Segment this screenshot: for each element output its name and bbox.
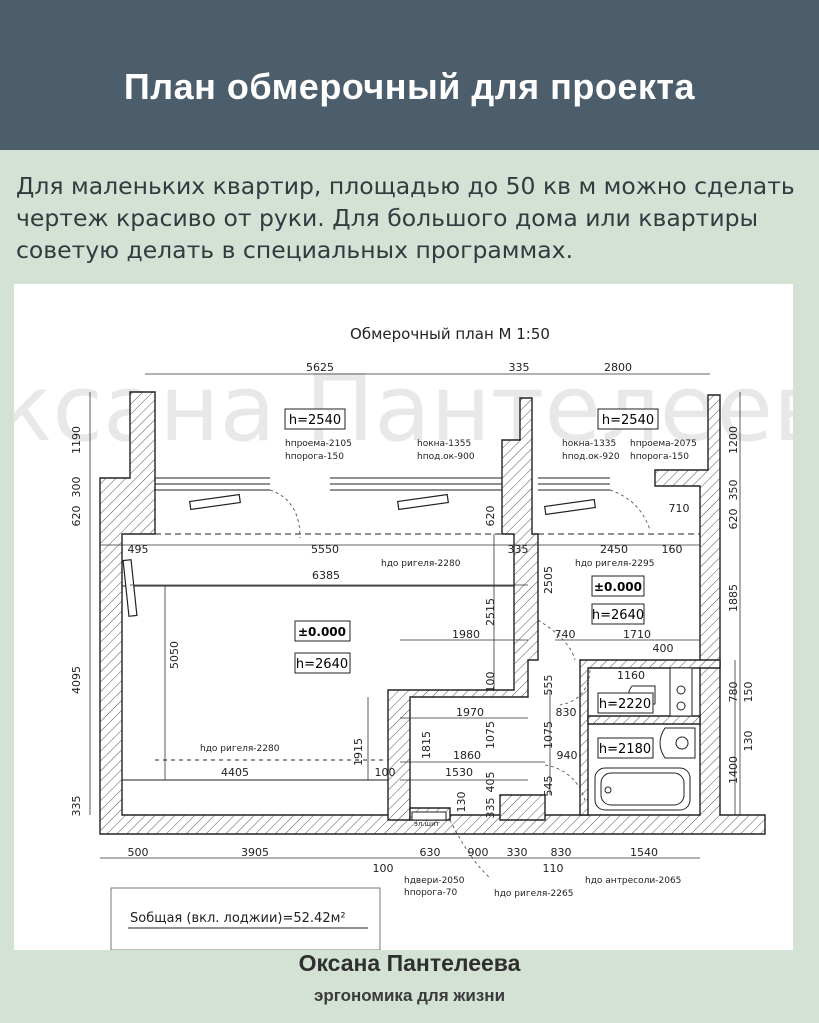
dim-left-335: 335 — [70, 796, 83, 817]
note-hdveri: hдвери-2050 — [404, 876, 465, 886]
area-text: Sобщая (вкл. лоджии)=52.42м² — [130, 911, 346, 926]
dim-1530: 1530 — [445, 766, 473, 779]
sanitary-fixtures — [411, 667, 696, 821]
dim-bottom-3905: 3905 — [241, 846, 269, 859]
dim-400: 400 — [653, 642, 674, 655]
dim-bottom-330: 330 — [507, 846, 528, 859]
dim-5550: 5550 — [311, 543, 339, 556]
dim-545: 545 — [542, 776, 555, 797]
note-hproema-left: hпроема-2105 — [285, 439, 352, 449]
drawing-title: Обмерочный план М 1:50 — [350, 325, 550, 343]
area-box: Sобщая (вкл. лоджии)=52.42м² — [110, 887, 381, 950]
dim-right-1885: 1885 — [727, 584, 740, 612]
note-hpodok-left: hпод.ок-900 — [417, 452, 475, 462]
dim-left-300: 300 — [70, 477, 83, 498]
title-banner: План обмерочный для проекта — [0, 0, 819, 150]
dim-1915: 1915 — [352, 738, 365, 766]
label-wc-h: h=2220 — [599, 697, 651, 712]
note-hporoga-left: hпорога-150 — [285, 452, 344, 462]
dim-right-130: 130 — [742, 731, 755, 752]
label-kitchen-zero: ±0.000 — [594, 580, 642, 594]
note-hokna-right: hокна-1335 — [562, 439, 616, 449]
note-hokna-left: hокна-1355 — [417, 439, 471, 449]
dim-620-mid: 620 — [484, 506, 497, 527]
dim-bottom-100: 100 — [373, 862, 394, 875]
windows — [122, 477, 700, 781]
dim-right-350: 350 — [727, 480, 740, 501]
dim-right-150: 150 — [742, 682, 755, 703]
dim-160: 160 — [662, 543, 683, 556]
dim-right-1200: 1200 — [727, 426, 740, 454]
dim-1160: 1160 — [617, 669, 645, 682]
dim-right-620: 620 — [727, 509, 740, 530]
dim-100: 100 — [375, 766, 396, 779]
label-main-zero: ±0.000 — [298, 625, 346, 639]
dim-1075-b: 1075 — [542, 721, 555, 749]
label-kitchen-h2640: h=2640 — [592, 608, 644, 623]
height-notes: hпроема-2105 hпорога-150 hокна-1355 hпод… — [200, 439, 697, 899]
room-labels: h=2540 h=2540 ±0.000 h=2640 ±0.000 h=264… — [284, 408, 659, 759]
note-hproema-right: hпроема-2075 — [630, 439, 697, 449]
label-main-h: h=2540 — [289, 413, 341, 428]
dim-bottom-830: 830 — [551, 846, 572, 859]
dim-1815: 1815 — [420, 731, 433, 759]
note-rigel-2295: hдо ригеля-2295 — [575, 559, 654, 569]
dim-1710: 1710 — [623, 628, 651, 641]
note-hpodok-right: hпод.ок-920 — [562, 452, 620, 462]
dim-left-1190: 1190 — [70, 426, 83, 454]
dim-top-3: 2800 — [604, 361, 632, 374]
dim-right-780: 780 — [727, 682, 740, 703]
dim-495: 495 — [128, 543, 149, 556]
note-rigel-2265: hдо ригеля-2265 — [494, 889, 573, 899]
dim-335: 335 — [508, 543, 529, 556]
intro-text: Для маленьких квартир, площадью до 50 кв… — [16, 172, 795, 264]
dim-405: 405 — [484, 772, 497, 793]
dim-940: 940 — [557, 749, 578, 762]
dim-4405: 4405 — [221, 766, 249, 779]
dim-2450: 2450 — [600, 543, 628, 556]
dim-left-620: 620 — [70, 506, 83, 527]
dim-2505: 2505 — [542, 566, 555, 594]
dim-bottom-630: 630 — [420, 846, 441, 859]
dim-1970: 1970 — [456, 706, 484, 719]
dim-bottom-110: 110 — [543, 862, 564, 875]
dim-top-1: 5625 — [306, 361, 334, 374]
dim-bottom-900: 900 — [468, 846, 489, 859]
dim-830: 830 — [556, 706, 577, 719]
dim-6385: 6385 — [312, 569, 340, 582]
dimension-values: 5625 335 2800 495 5550 335 2450 160 710 … — [70, 361, 755, 875]
dim-740: 740 — [555, 628, 576, 641]
note-rigel-top: hдо ригеля-2280 — [381, 559, 461, 569]
floor-plan-drawing: Оксана Пантелеева Обмерочный план М 1:50 — [14, 325, 793, 950]
label-bath-h: h=2180 — [599, 742, 651, 757]
dim-130-v: 130 — [455, 792, 468, 813]
dim-1860: 1860 — [453, 749, 481, 762]
dim-bottom-1540: 1540 — [630, 846, 658, 859]
dim-left-4095: 4095 — [70, 666, 83, 694]
page-title: План обмерочный для проекта — [123, 66, 696, 107]
floor-plan-card: Оксана Пантелеева Обмерочный план М 1:50 — [14, 284, 793, 950]
dimension-lines — [89, 373, 741, 859]
dim-1980: 1980 — [452, 628, 480, 641]
note-hporoga-70: hпорога-70 — [404, 888, 458, 898]
dim-100-v: 100 — [484, 672, 497, 693]
note-rigel-bottom: hдо ригеля-2280 — [200, 744, 280, 754]
note-hporoga-right: hпорога-150 — [630, 452, 689, 462]
dim-2515: 2515 — [484, 598, 497, 626]
author-name: Оксана Пантелеева — [298, 950, 521, 976]
label-main-h2640: h=2640 — [296, 657, 348, 672]
dim-1075-a: 1075 — [484, 721, 497, 749]
dim-335-v: 335 — [484, 798, 497, 819]
radiators — [122, 493, 596, 617]
dim-bottom-500: 500 — [128, 846, 149, 859]
dim-5050: 5050 — [168, 641, 181, 669]
dim-555: 555 — [542, 675, 555, 696]
dim-right-1400: 1400 — [727, 756, 740, 784]
note-shchit: эл.щит — [414, 820, 440, 828]
label-right-h: h=2540 — [602, 413, 654, 428]
author-tagline: эргономика для жизни — [313, 986, 506, 1005]
dim-top-2: 335 — [509, 361, 530, 374]
note-antreseli: hдо антресоли-2065 — [585, 876, 681, 886]
dim-710: 710 — [669, 502, 690, 515]
